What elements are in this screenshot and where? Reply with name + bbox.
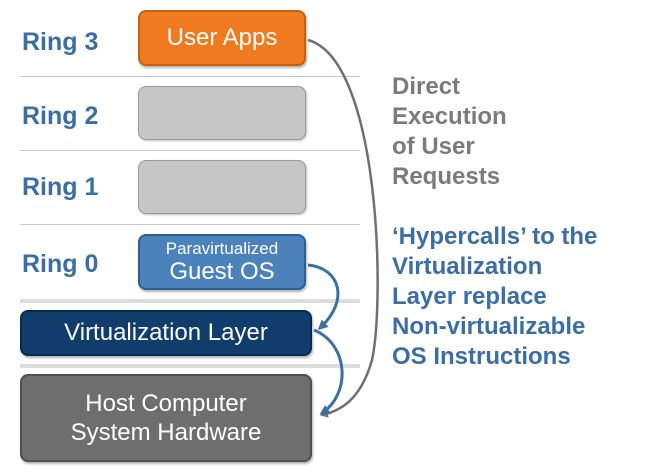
user-apps-box: User Apps xyxy=(138,10,306,66)
guest-os-box: Paravirtualized Guest OS xyxy=(138,234,306,290)
user-apps-label: User Apps xyxy=(166,24,278,51)
layer-divider xyxy=(20,299,360,303)
hypercalls-annotation: ‘Hypercalls’ to the Virtualization Layer… xyxy=(392,222,597,372)
ring-divider xyxy=(20,224,360,225)
ring-1-label: Ring 1 xyxy=(22,173,99,201)
annotation-line: Execution xyxy=(392,103,507,130)
layer-divider xyxy=(20,364,360,368)
hypercall-arrow-to-hardware xyxy=(313,328,344,415)
annotation-line: Layer replace xyxy=(392,283,547,310)
annotation-line: Virtualization xyxy=(392,253,543,280)
annotation-line: ‘Hypercalls’ to the xyxy=(392,223,598,250)
ring-divider xyxy=(20,150,360,151)
ring-2-label: Ring 2 xyxy=(22,102,99,130)
guest-os-label-bottom: Guest OS xyxy=(169,257,275,285)
hypercall-arrow-to-layer xyxy=(307,263,340,331)
host-hardware-box: Host Computer System Hardware xyxy=(20,374,312,462)
annotation-line: Direct xyxy=(392,73,461,100)
annotation-line: OS Instructions xyxy=(392,343,571,370)
annotation-line: of User xyxy=(392,133,475,160)
host-hardware-label-line1: Host Computer xyxy=(85,390,247,417)
annotation-line: Non-virtualizable xyxy=(392,313,586,340)
ring-divider xyxy=(20,76,360,77)
ring-0-label: Ring 0 xyxy=(22,250,99,278)
ring-3-label: Ring 3 xyxy=(22,28,99,56)
virtualization-layer-box: Virtualization Layer xyxy=(20,310,312,356)
direct-execution-annotation: Direct Execution of User Requests xyxy=(392,72,507,192)
host-hardware-label-line2: System Hardware xyxy=(70,419,262,446)
virtualization-layer-label: Virtualization Layer xyxy=(64,319,268,346)
direct-execution-arrow xyxy=(307,38,379,418)
ring-1-empty-box xyxy=(138,160,306,214)
guest-os-label-top: Paravirtualized xyxy=(165,238,279,258)
annotation-line: Requests xyxy=(392,163,501,190)
ring-2-empty-box xyxy=(138,86,306,140)
